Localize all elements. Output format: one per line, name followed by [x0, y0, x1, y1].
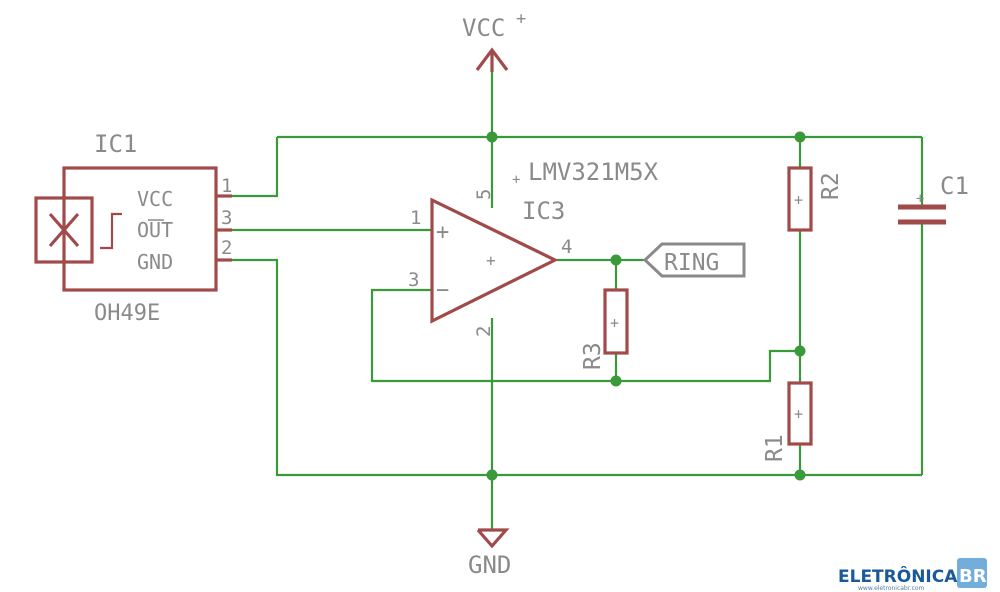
ic1-hysteresis-icon [100, 212, 122, 250]
r1-mark: + [794, 405, 803, 423]
junction-gnd [486, 469, 498, 481]
vcc-symbol: VCC + [462, 9, 526, 72]
junction-vcc [486, 131, 498, 143]
ic1-pin1-number: 1 [221, 175, 232, 197]
vcc-label: VCC [462, 14, 505, 42]
ring-net-label: RING [642, 242, 746, 278]
ic1-sensor-box [34, 196, 94, 264]
ic3-opamp: + − + 1 3 4 5 2 LMV321M5X + IC3 [408, 158, 659, 337]
vcc-plus: + [516, 9, 526, 29]
ic1-name: IC1 [94, 130, 137, 158]
junction-r1-bottom [794, 469, 806, 481]
opamp-triangle [430, 197, 559, 324]
ic1-pin-gnd: GND [137, 250, 173, 274]
ic3-value-mark: + [512, 172, 520, 188]
resistor-r1: + R1 [762, 381, 813, 462]
ring-flag [642, 242, 746, 278]
ic1-pin2-number: 2 [221, 237, 232, 259]
resistor-r2: + R2 [787, 166, 844, 232]
r3-body [603, 288, 629, 355]
ic1-pin3-number: 3 [221, 207, 232, 229]
opamp-pin3-number: 3 [408, 269, 419, 291]
wire-ic1-pin2 [230, 258, 922, 477]
resistor-r3: + R3 [580, 288, 629, 370]
r2-label: R2 [818, 172, 844, 200]
wires [230, 72, 924, 530]
c1-mark: + [916, 191, 924, 207]
logo-badge-text: BR [959, 566, 987, 587]
ic1-sensor-x2 [48, 212, 80, 248]
wire-feedback [370, 288, 800, 383]
gnd-symbol: GND [468, 528, 511, 579]
ic1-hall-sensor: IC1 OH49E VCC OUT GND 1 3 2 [34, 130, 232, 326]
ring-label: RING [664, 250, 719, 276]
opamp-pin2-number: 2 [473, 326, 495, 337]
opamp-minus-input: − [436, 278, 449, 303]
eletronica-br-logo: ELETRÔNICA BR www.eletronicabr.com [838, 558, 987, 592]
opamp-center-mark: + [486, 251, 496, 270]
logo-url: www.eletronicabr.com [858, 585, 925, 592]
junction-output [610, 254, 622, 266]
opamp-plus-input: + [436, 220, 449, 245]
junction-divider [794, 345, 806, 357]
r3-label: R3 [580, 342, 606, 370]
opamp-pin1-number: 1 [410, 207, 421, 229]
junctions [486, 131, 806, 481]
logo-badge [957, 558, 987, 588]
r3-mark: + [610, 314, 619, 332]
r1-label: R1 [762, 434, 788, 462]
c1-label: C1 [940, 172, 969, 200]
opamp-pin5-number: 5 [473, 189, 495, 200]
ic3-value: LMV321M5X [528, 158, 659, 186]
ic1-pin-vcc: VCC [137, 187, 173, 211]
junction-r2-top [794, 131, 806, 143]
logo-text: ELETRÔNICA [838, 565, 958, 587]
r1-body [787, 381, 813, 446]
r2-mark: + [794, 191, 803, 209]
capacitor-c1: + C1 [898, 172, 969, 225]
opamp-pin4-number: 4 [561, 236, 572, 258]
ic1-pin-out: OUT [137, 218, 173, 242]
gnd-arrow [476, 528, 510, 549]
r2-body [787, 166, 813, 232]
junction-r3-bottom [610, 375, 622, 387]
gnd-label: GND [468, 551, 511, 579]
ic3-name: IC3 [522, 197, 565, 225]
ic1-value: OH49E [94, 301, 160, 326]
wire-ic1-pin1 [230, 137, 279, 198]
